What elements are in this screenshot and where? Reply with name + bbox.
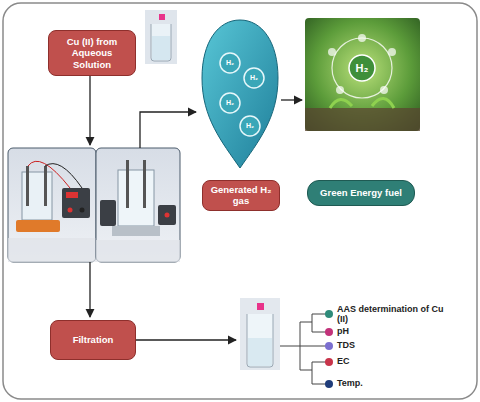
electrolysis-photo	[96, 148, 180, 262]
bullet-dot	[325, 358, 333, 366]
electrolysis-photo	[8, 148, 96, 262]
box-text: Cu (II) from Aqueous Solution	[54, 36, 130, 70]
hydrogen-balloon	[202, 20, 278, 168]
flow-arrow	[89, 76, 90, 145]
box-text: Green Energy fuel	[320, 187, 402, 198]
parameter-label: TDS	[337, 340, 355, 350]
parameter-label: EC	[337, 356, 350, 366]
box-text: Filtration	[73, 334, 114, 345]
molecule-label: H₂	[356, 62, 369, 75]
molecule-label: H₂	[250, 74, 258, 82]
filtrate-beaker-photo	[240, 298, 280, 370]
flow-arrow	[89, 262, 90, 317]
flow-arrow	[136, 339, 236, 340]
green-energy-image	[305, 18, 420, 131]
bullet-dot	[325, 310, 333, 318]
molecule-label: H₂	[246, 122, 254, 130]
product-box: Generated H₂ gas	[202, 180, 280, 211]
bullet-dot	[325, 380, 333, 388]
molecule-label: H₂	[226, 99, 234, 107]
parameter-label: Temp.	[337, 378, 363, 388]
parameter-label: AAS determination of Cu (II)	[337, 304, 447, 325]
result-box: Green Energy fuel	[307, 180, 415, 206]
bullet-dot	[325, 328, 333, 336]
flow-arrow	[140, 112, 196, 148]
outer-frame	[3, 3, 477, 399]
process-box: Cu (II) from Aqueous Solution	[48, 30, 136, 76]
beaker-photo	[145, 10, 177, 64]
molecule-label: H₂	[226, 59, 234, 67]
parameter-label: pH	[337, 326, 349, 336]
process-box: Filtration	[50, 320, 136, 360]
parameter-tree	[280, 314, 326, 384]
flow-arrow	[281, 99, 302, 100]
box-text: Generated H₂ gas	[208, 184, 274, 207]
bullet-dot	[325, 342, 333, 350]
